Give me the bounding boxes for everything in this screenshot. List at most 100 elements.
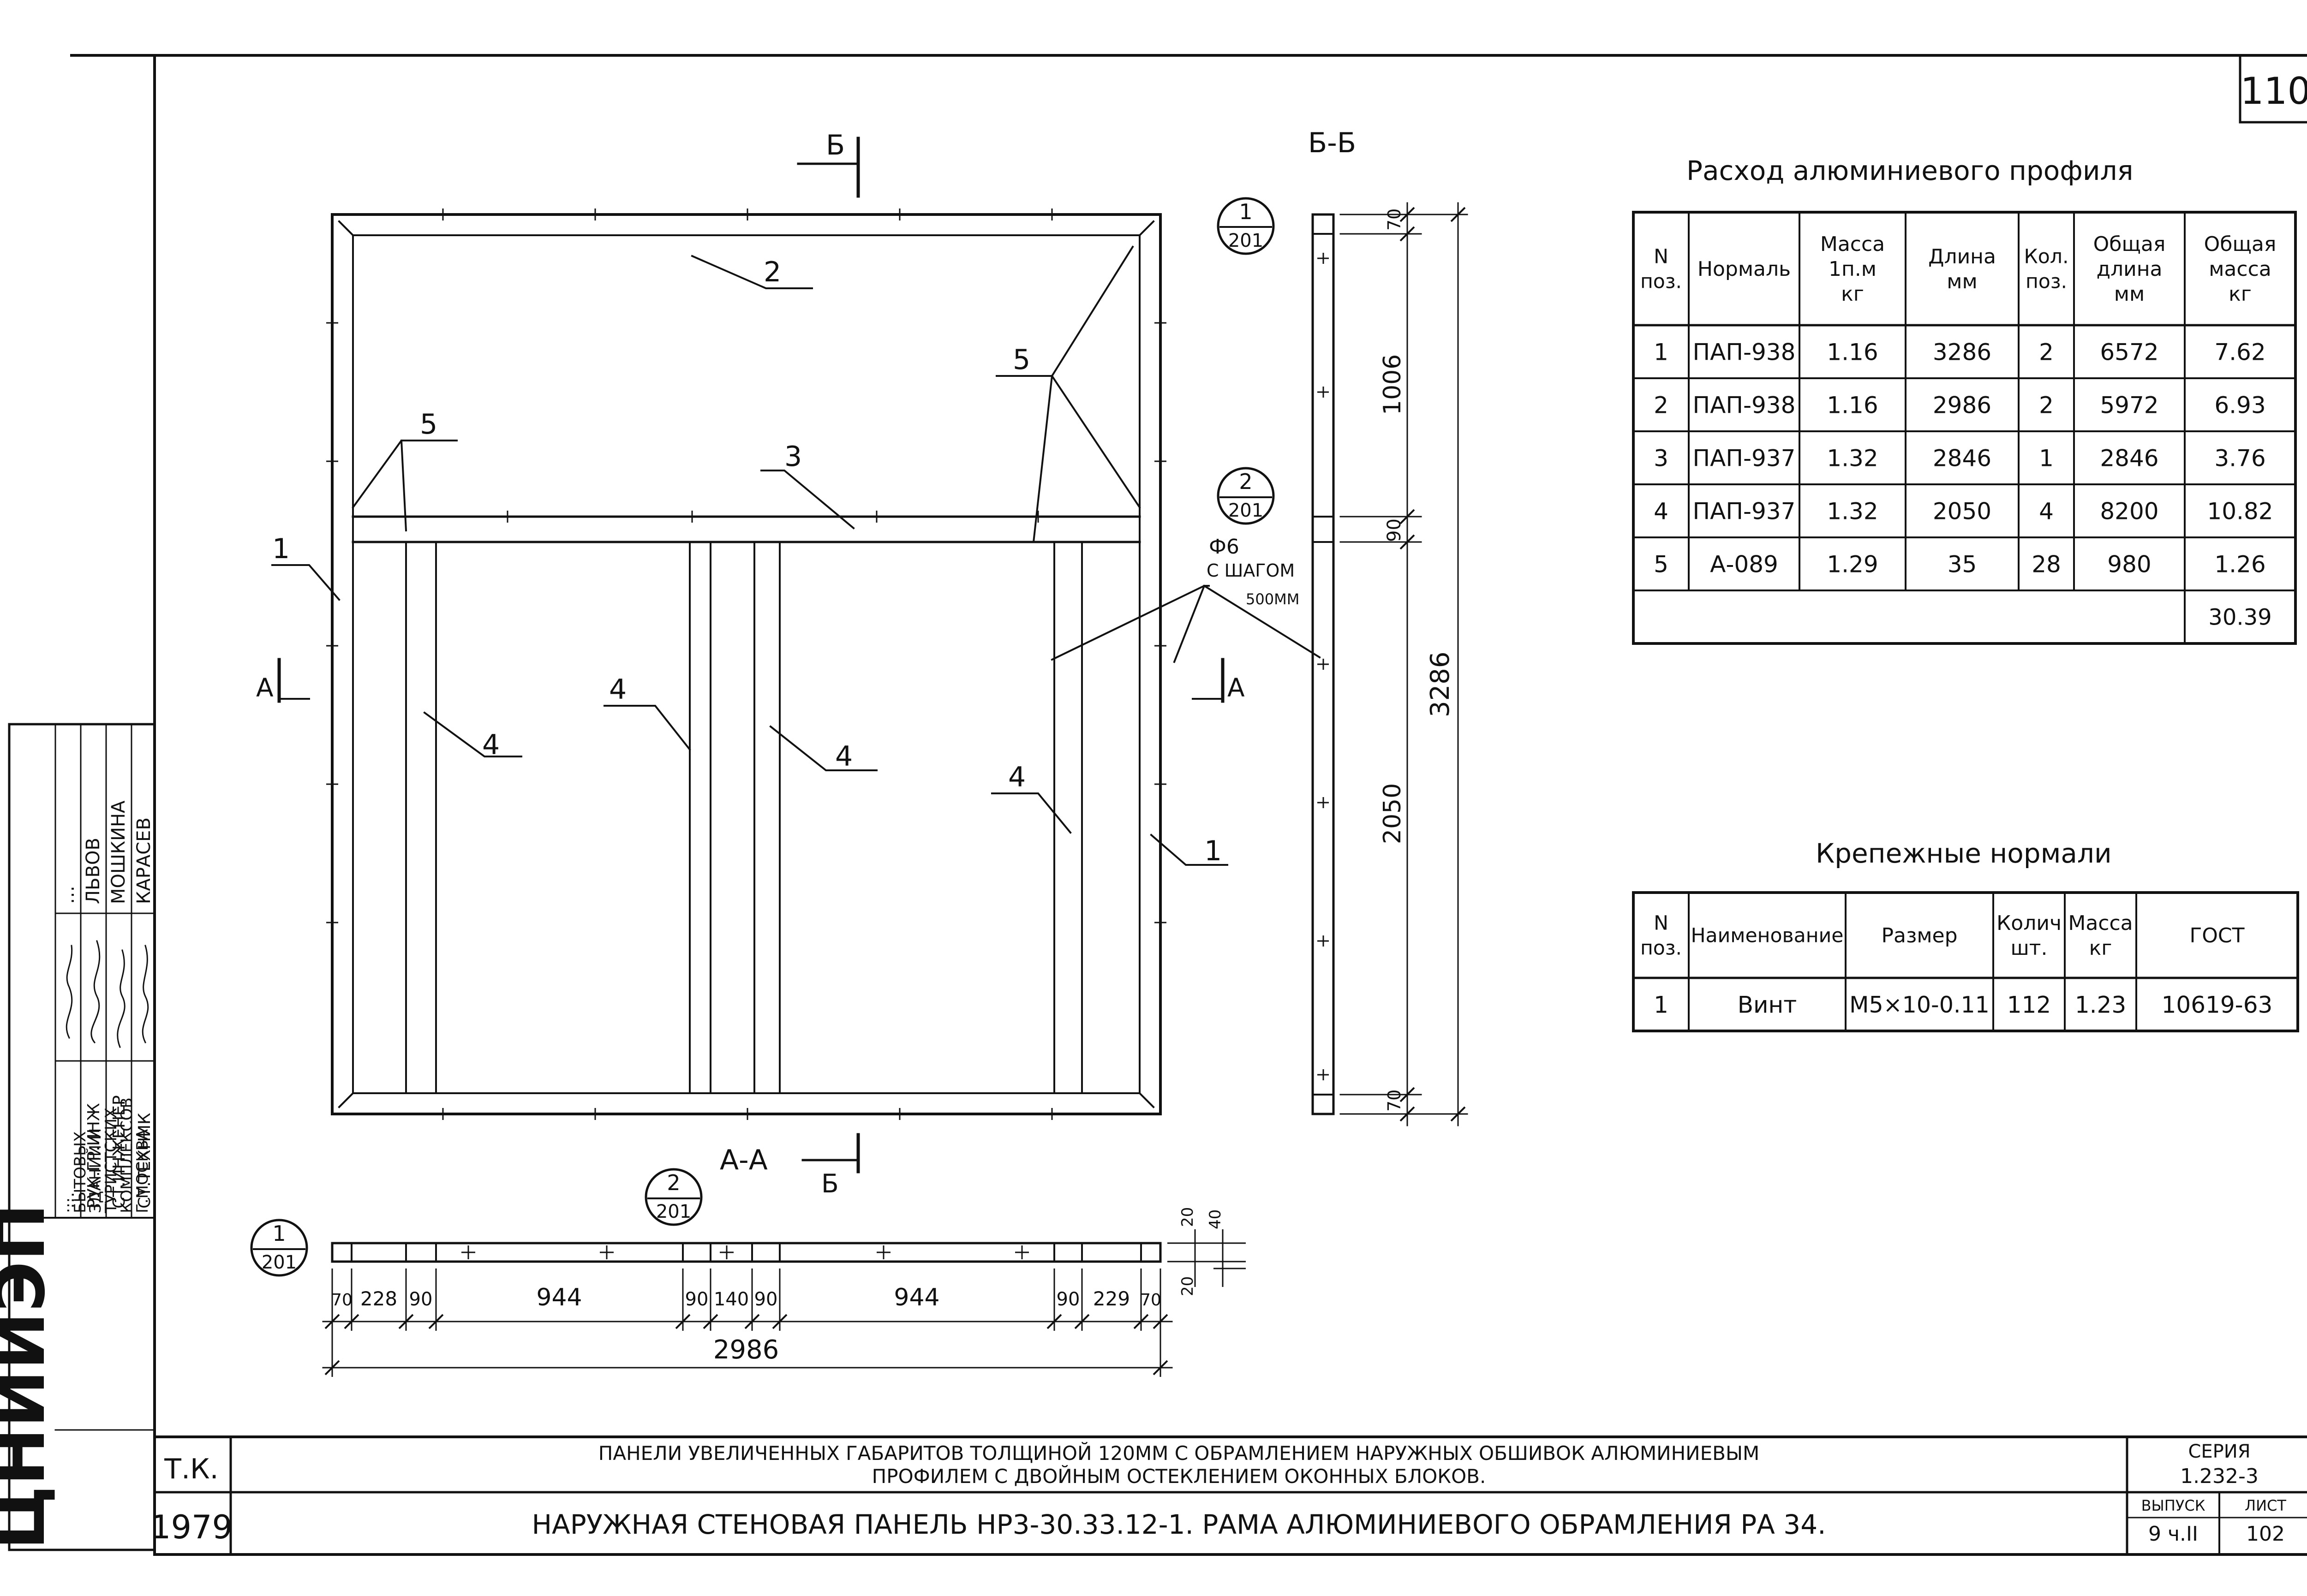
profile-table-cell-r3-c1: ПАП-937 [1693, 498, 1796, 525]
fastener-table-header-3-line-1: шт. [2011, 936, 2048, 960]
dim-b-944a: 944 [536, 1284, 582, 1311]
stamp-name-1: ЛЬВОВ [83, 838, 104, 904]
section-a-right: А [1227, 673, 1245, 703]
profile-table-cell-r0-c4: 2 [2039, 339, 2054, 366]
fastener-table-cell-r0-c1: Винт [1738, 992, 1797, 1018]
profile-table-cell-r1-c4: 2 [2039, 392, 2054, 419]
profile-table-header-4-line-1: поз. [2026, 270, 2067, 293]
series-value: 1.232-3 [2180, 1465, 2259, 1488]
pos-4-c: 4 [835, 740, 853, 773]
profile-table-title: Расход алюминиевого профиля [1686, 155, 2133, 186]
stamp-org-line-3: ЗДАНИЙ И [86, 1128, 105, 1213]
side-stamp: ЦНИИЭП … БЫТОВЫХ ЗДАНИЙ И ТУРИСТСКИХ КОМ… [0, 723, 156, 1551]
callout-1-top-num: 1 [1239, 199, 1252, 224]
profile-table-total: 30.39 [2208, 605, 2271, 631]
fastener-table-header-1-line-0: Наименование [1691, 924, 1844, 947]
profile-table-cell-r3-c3: 2050 [1933, 498, 1991, 525]
dim-h-40: 40 [1206, 1209, 1225, 1229]
pos-5-right: 5 [1013, 344, 1030, 376]
dim-h-20: 20 [1178, 1207, 1197, 1227]
profile-table-cell-r3-c5: 8200 [2100, 498, 2158, 525]
stamp-role-1: РУК.ГР.ИНЖ [84, 1103, 103, 1209]
profile-table-cell-r0-c3: 3286 [1933, 339, 1991, 366]
fastener-table-cell-r0-c4: 1.23 [2075, 992, 2126, 1018]
fastener-table-frame [1632, 891, 2299, 1032]
stamp-org-line-4: ТУРИСТСКИХ [102, 1108, 120, 1214]
profile-table-cell-r1-c6: 6.93 [2214, 392, 2265, 419]
signature-2 [90, 940, 101, 1044]
profile-table-header-2-line-1: 1п.м [1829, 257, 1877, 281]
section-b-mark-bottom: Б [821, 1169, 839, 1198]
dim-3286: 3286 [1425, 651, 1455, 717]
stamp-role-2: СТ.ИНЖЕНЕР [110, 1095, 129, 1209]
dim-b-90d: 90 [1057, 1289, 1080, 1310]
signature-3 [117, 949, 126, 1048]
screw-ticks [326, 208, 1166, 1120]
profile-table-cell-r1-c5: 5972 [2100, 392, 2158, 419]
profile-table-cell-r4-c1: А-089 [1710, 551, 1778, 578]
stamp-role-0: … [59, 1192, 78, 1209]
dim-b-229: 229 [1093, 1287, 1130, 1310]
profile-table-cell-r3-c2: 1.32 [1827, 498, 1878, 525]
dim-b-140: 140 [714, 1289, 749, 1310]
profile-table-cell-r2-c5: 2846 [2100, 445, 2158, 472]
profile-table-header-1-line-0: Нормаль [1697, 257, 1791, 281]
mullions [405, 541, 1083, 1094]
profile-table-cell-r0-c1: ПАП-938 [1693, 339, 1796, 366]
profile-table-cell-r3-c4: 4 [2039, 498, 2054, 525]
sheet-number: 110 [2241, 70, 2307, 113]
section-marks: Б А А А-А Б Б-Б [256, 127, 1356, 1198]
stamp-org-line-5: КОМПЛЕКСОВ [118, 1097, 136, 1213]
profile-table-cell-r4-c6: 1.26 [2214, 551, 2265, 578]
stamp-role-3: СТ.ТЕХНИК [135, 1113, 154, 1209]
pos-4-d: 4 [1008, 761, 1026, 793]
profile-table-cell-r4-c5: 980 [2107, 551, 2151, 578]
callout-1-top: 1 201 [1217, 197, 1275, 255]
position-leaders: 2 3 1 1 4 4 4 4 5 5 Ф6 С ШАГОМ 500ММ [271, 245, 1321, 867]
profile-table-cell-r0-c5: 6572 [2100, 339, 2158, 366]
fastener-table-cell-r0-c2: М5×10-0.11 [1849, 992, 1990, 1018]
profile-table-header-2-line-2: кг [1841, 282, 1864, 306]
section-a-left: А [256, 673, 274, 703]
profile-table-cell-r1-c1: ПАП-938 [1693, 392, 1796, 419]
callout-1-top-sheet: 201 [1228, 230, 1263, 251]
profile-table-cell-r0-c2: 1.16 [1827, 339, 1878, 366]
fastener-table-header-2-line-0: Размер [1881, 924, 1957, 947]
series-label: СЕРИЯ [2188, 1441, 2250, 1462]
pos-1-right: 1 [1204, 835, 1222, 867]
profile-table-header-3-line-0: Длина [1928, 245, 1996, 268]
dim-2050: 2050 [1379, 783, 1406, 844]
fastener-table-header-4-line-1: кг [2089, 936, 2112, 960]
callout-1-bottom: 1 201 [250, 1219, 308, 1277]
profile-table-header-5-line-1: длина [2097, 257, 2163, 281]
profile-table-cell-r1-c0: 2 [1654, 392, 1668, 419]
profile-table-header-0-line-0: N [1654, 245, 1668, 268]
callout-2-middle-num: 2 [1239, 469, 1252, 494]
dim-1006: 1006 [1379, 354, 1406, 415]
profile-table-cell-r2-c0: 3 [1654, 445, 1668, 472]
profile-table-header-5-line-0: Общая [2093, 232, 2166, 256]
pos-1-left: 1 [272, 533, 290, 565]
callout-1-bottom-num: 1 [272, 1221, 286, 1246]
fastener-table-header-4-line-0: Масса [2068, 911, 2133, 935]
sheet-number-box: 110 [2239, 54, 2307, 124]
section-bb-title: Б-Б [1308, 127, 1356, 159]
profile-table-cell-r4-c0: 5 [1654, 551, 1668, 578]
fastener-table-header-3-line-0: Колич [1996, 911, 2062, 935]
pos-3: 3 [784, 441, 802, 473]
callout-2-bottom-num: 2 [667, 1170, 680, 1195]
profile-table-cell-r4-c2: 1.29 [1827, 551, 1878, 578]
profile-table-header-6-line-0: Общая [2204, 232, 2277, 256]
rod-note-2: С ШАГОМ [1207, 560, 1295, 581]
dim-70-bottom: 70 [1384, 1090, 1405, 1112]
section-aa-title: А-А [720, 1144, 768, 1176]
callout-2-middle: 2 201 [1217, 467, 1275, 525]
dim-b-90a: 90 [409, 1289, 433, 1310]
dim-b-70a: 70 [331, 1291, 353, 1310]
profile-table-cell-r3-c6: 10.82 [2207, 498, 2273, 525]
sheet-value: 102 [2246, 1522, 2285, 1546]
fastener-table-header-5-line-0: ГОСТ [2189, 924, 2244, 947]
profile-table-header-3-line-1: мм [1947, 270, 1977, 293]
